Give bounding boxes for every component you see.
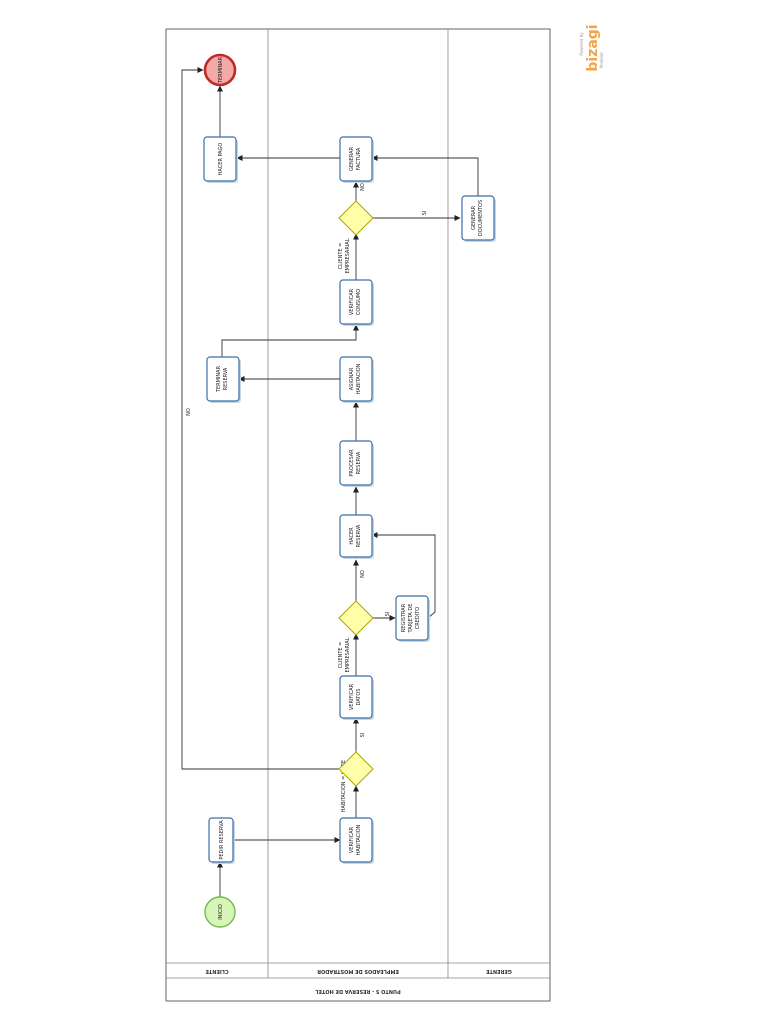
task-hacer-pago[interactable]: HACER PAGO [203,136,238,183]
task-label-line: GENERAR [471,205,477,230]
gateway-cliente-empresarial-1[interactable] [338,600,374,636]
task-label-line: PEDIR RESERVA [219,820,225,860]
task-label-line: CREDITO [415,607,421,630]
watermark-product: Modeler [599,52,604,68]
watermark-powered-by: Powered by [579,32,584,56]
pool-title: PUNTO 5 - RESERVA DE HOTEL [315,988,401,994]
task-label-line: RESERVA [223,367,229,390]
task-verificar-consumo[interactable]: VERIFICAR CONSUMO [339,279,374,326]
task-label-line: CONSUMO [356,289,362,315]
task-label-line: VERIFICAR [349,683,355,710]
task-verificar-datos[interactable]: VERIFICAR DATOS [339,675,374,720]
task-registrar-tarjeta[interactable]: REGISTRAR TARJETA DE CREDITO [395,595,430,642]
task-label-line: PROCESAR [349,449,355,477]
task-verificar-habitacion[interactable]: VERIFICAR HABITACION [339,817,374,864]
task-label-line: DATOS [356,689,362,706]
task-label-line: DOCUMENTOS [478,200,484,236]
task-label-line: ASIGNAR [349,367,355,390]
end-event[interactable]: TERMINAR [203,53,237,87]
flow-label-si-1: SI [360,733,366,738]
flow-labels: HABITACION = LIBRE SI NO CLIENTE = EMPRE… [186,183,428,812]
task-label-line: HACER [349,527,355,545]
bizagi-watermark: Powered by bizagi Modeler [579,24,604,71]
flow-label-si-3: SI [422,211,428,216]
task-generar-documentos[interactable]: GENERAR DOCUMENTOS [461,195,496,242]
gateway-diamond [338,600,374,636]
lane-title-cliente: CLIENTE [205,968,229,974]
flow-label-cliente-emp-1a: CLIENTE = [338,642,344,669]
flow-registrar-hacer [371,532,436,619]
end-event-label: TERMINAR [218,56,224,84]
task-label-line: TERMINAR [216,365,222,393]
start-event-circle [204,896,236,928]
task-label-line: REGISTRAR [401,603,407,632]
flow-label-habitacion-libre: HABITACION = LIBRE [341,760,347,812]
gateway-diamond [338,200,374,236]
task-label-line: HABITACION [356,363,362,394]
watermark-brand: bizagi [585,24,601,71]
task-pedir-reserva[interactable]: PEDIR RESERVA [208,817,235,864]
task-label-line: GENERAR [349,146,355,171]
task-label-line: TARJETA DE [408,604,414,634]
task-label-line: RESERVA [356,451,362,474]
task-label-line: HACER PAGO [218,143,224,176]
flow-label-no-2: NO [360,570,366,578]
task-procesar-reserva[interactable]: PROCESAR RESERVA [339,440,374,487]
task-asignar-habitacion[interactable]: ASIGNAR HABITACION [339,356,374,403]
task-terminar-reserva[interactable]: TERMINAR RESERVA [206,356,241,403]
sequence-flows [181,67,479,900]
start-event-label: INICIO [218,904,224,920]
pool-border [165,28,551,1002]
flow-label-si-2: SI [385,612,391,617]
end-event-circle [203,53,237,87]
flow-label-cliente-emp-2b: EMPRESARIAL [345,238,351,273]
gateway-cliente-empresarial-2[interactable] [338,200,374,236]
lane-title-gerente: GERENTE [486,968,512,974]
pool: PUNTO 5 - RESERVA DE HOTEL CLIENTE EMPLE… [165,28,551,1002]
task-generar-factura[interactable]: GENERAR FACTURA [339,136,374,183]
task-label-line: VERIFICAR [349,826,355,853]
gateway-diamond [338,751,374,787]
flow-label-cliente-emp-1b: EMPRESARIAL [345,637,351,672]
flow-label-no-1: NO [186,408,192,416]
flow-gw1-no [181,67,340,770]
task-label-line: VERIFICAR [349,288,355,315]
task-label-line: FACTURA [356,147,362,170]
flow-documentos-factura [371,155,479,197]
flow-label-cliente-emp-2a: CLIENTE = [338,243,344,270]
gateway-habitacion-libre[interactable] [338,751,374,787]
task-label-line: RESERVA [356,524,362,547]
task-hacer-reserva[interactable]: HACER RESERVA [339,514,374,559]
flow-terminar-verificar-consumo [221,324,359,357]
start-event[interactable]: INICIO [204,896,236,928]
lane-title-empleados: EMPLEADOS DE MOSTRADOR [317,968,399,974]
task-label-line: HABITACION [356,824,362,855]
flow-label-no-3: NO [360,183,366,191]
